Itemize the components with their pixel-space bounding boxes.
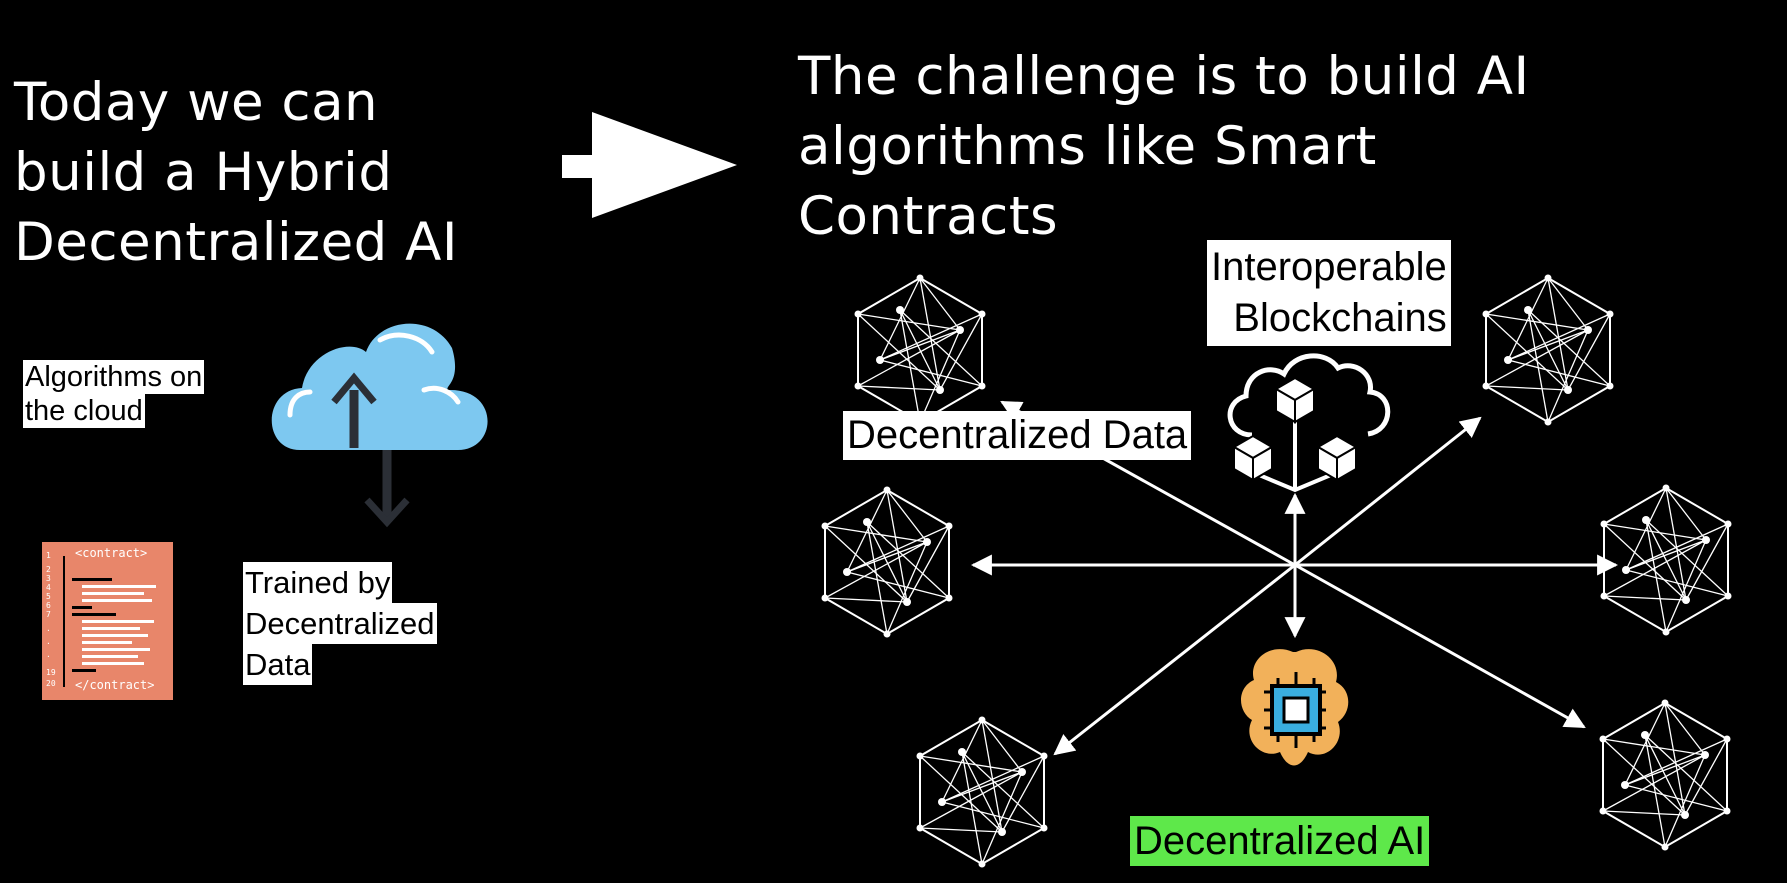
left-title-line: Decentralized AI	[14, 212, 459, 273]
left-title-line: build a Hybrid	[14, 142, 393, 203]
contract-code-icon: <contract> </contract> 1 2 3 4 5 6 7 . .…	[42, 542, 173, 700]
line-number: 4	[46, 583, 51, 592]
trained-by-label: Trained by Decentralized Data	[243, 562, 437, 685]
line-number: 7	[46, 610, 51, 619]
right-title-line: The challenge is to build AI	[798, 46, 1530, 107]
trained-label-line: Data	[243, 644, 313, 685]
left-title: Today we can build a Hybrid Decentralize…	[14, 68, 458, 278]
line-number: 6	[46, 601, 51, 610]
interop-label-line: Interoperable	[1211, 245, 1447, 289]
big-arrow-icon	[562, 112, 737, 218]
line-number: .	[46, 624, 51, 633]
line-number: 5	[46, 592, 51, 601]
polyhedron-icon	[1599, 483, 1733, 637]
right-title: The challenge is to build AI algorithms …	[798, 42, 1530, 252]
polyhedron-icon	[853, 273, 987, 427]
polyhedron-icon	[1598, 698, 1732, 852]
contract-open-tag: <contract>	[75, 546, 148, 560]
decentralized-data-label: Decentralized Data	[843, 411, 1192, 460]
decentralized-ai-label: Decentralized AI	[1130, 816, 1430, 866]
blockchain-network-icon	[1227, 353, 1391, 493]
right-title-line: Contracts	[798, 186, 1059, 247]
line-number: 1	[46, 551, 51, 560]
line-number: 20	[46, 679, 56, 688]
cloud-label-line: Algorithms on	[23, 360, 205, 394]
line-number: 3	[46, 574, 51, 583]
contract-close-tag: </contract>	[75, 678, 155, 692]
line-number: 19	[46, 668, 56, 677]
polyhedron-icon	[820, 485, 954, 639]
download-arrow-icon	[364, 450, 410, 528]
trained-label-line: Trained by	[243, 562, 393, 603]
line-number: .	[46, 637, 51, 646]
polyhedron-icon	[915, 715, 1049, 869]
left-title-line: Today we can	[14, 72, 379, 133]
cloud-label-line: the cloud	[23, 394, 145, 428]
polyhedron-icon	[1481, 273, 1615, 427]
line-number: 2	[46, 565, 51, 574]
contract-code-lines	[63, 556, 156, 687]
line-number: .	[46, 650, 51, 659]
interop-label-line: Blockchains	[1233, 296, 1447, 340]
interoperable-blockchains-label: Interoperable Blockchains	[1207, 240, 1451, 346]
trained-label-line: Decentralized	[243, 603, 437, 644]
cloud-algorithms-label: Algorithms on the cloud	[23, 360, 205, 428]
cloud-upload-icon	[271, 323, 488, 450]
right-title-line: algorithms like Smart	[798, 116, 1377, 177]
brain-chip-icon	[1241, 649, 1349, 766]
